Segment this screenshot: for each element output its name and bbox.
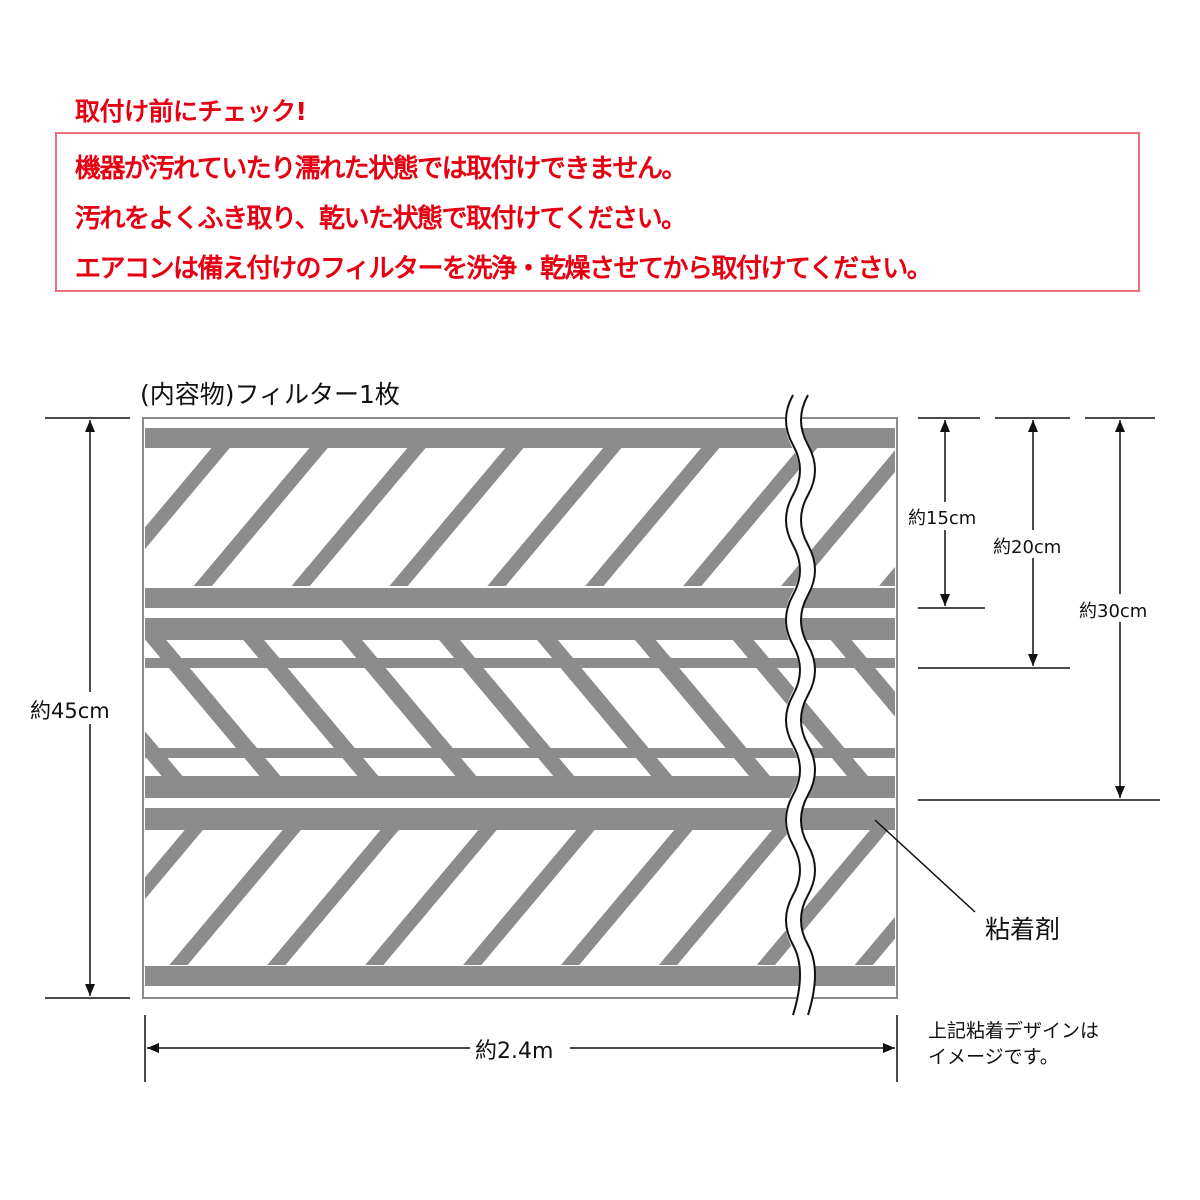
break-mark [785, 391, 816, 1018]
note-line: イメージです。 [928, 1046, 1059, 1068]
adhesive-label: 粘着剤 [985, 915, 1060, 944]
filter-sheet [142, 417, 898, 999]
warning-box: 機器が汚れていたり濡れた状態では取付けできません。 汚れをよくふき取り、乾いた状… [55, 132, 1140, 292]
dim-15-label: 約15cm [908, 508, 976, 529]
check-title: 取付け前にチェック! [75, 97, 307, 126]
warning-line: 汚れをよくふき取り、乾いた状態で取付けてください。 [75, 204, 687, 234]
arrowheads [85, 420, 1125, 1053]
dim-30-label: 約30cm [1079, 601, 1147, 622]
width-total-label: 約2.4m [475, 1039, 553, 1064]
warning-line: エアコンは備え付けのフィルターを洗浄・乾燥させてから取付けてください。 [75, 254, 933, 284]
note-line: 上記粘着デザインは [928, 1020, 1099, 1042]
dim-20-label: 約20cm [993, 537, 1061, 558]
contents-label: (内容物)フィルター1枚 [140, 380, 400, 409]
warning-line: 機器が汚れていたり濡れた状態では取付けできません。 [75, 154, 687, 184]
height-total-label: 約45cm [30, 699, 110, 723]
